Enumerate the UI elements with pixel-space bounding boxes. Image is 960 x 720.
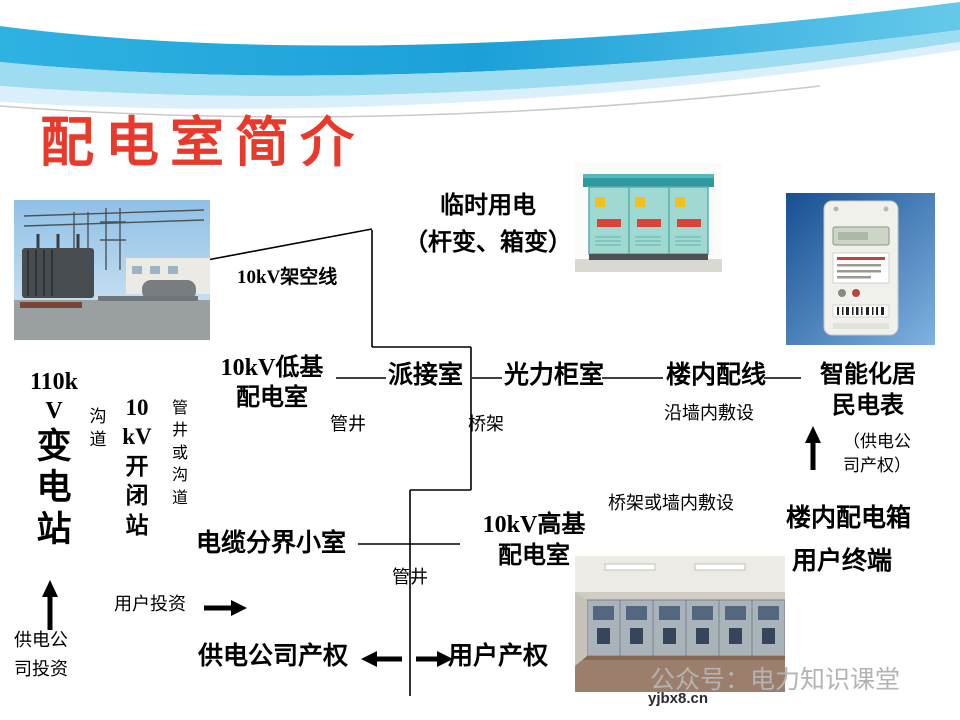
switchgear-room-photo xyxy=(575,556,785,692)
node-user-ownership: 用户产权 xyxy=(448,643,549,670)
node-high-rise-distribution-room: 10kV高基 配电室 xyxy=(482,512,586,570)
box-transformer-photo xyxy=(575,163,722,272)
node-low-rise-distribution-room: 10kV低基 配电室 xyxy=(220,355,324,411)
node-connection-room: 派接室 xyxy=(388,362,464,389)
label-bridge-or-wall: 桥架或墙内敷设 xyxy=(608,493,734,513)
label-duct-1: 管井 xyxy=(330,414,366,434)
page-title: 配电室简介 xyxy=(40,113,365,173)
node-power-cabinet-room: 光力柜室 xyxy=(504,362,605,389)
label-channel: 沟 道 xyxy=(89,407,107,449)
arrow-meter-up xyxy=(805,426,821,470)
substation-photo xyxy=(14,200,210,340)
smart-meter-photo xyxy=(786,193,935,345)
label-supply-company-ownership: （供电公 司产权） xyxy=(843,432,911,475)
label-duct-2: 管井 xyxy=(392,567,428,587)
label-along-wall: 沿墙内敷设 xyxy=(664,403,754,423)
label-overhead-line: 10kV架空线 xyxy=(237,267,338,288)
node-10kv-switch-station: 10 kV 开 闭 站 xyxy=(122,395,152,538)
node-substation-110kv-name: 变 电 站 xyxy=(36,427,72,549)
node-building-wiring: 楼内配线 xyxy=(666,362,767,389)
header-wave-decoration xyxy=(0,2,960,118)
arrow-company-investment-up xyxy=(42,580,58,630)
label-duct-or-channel: 管 井 或 沟 道 xyxy=(171,400,188,507)
node-cable-boundary-room: 电缆分界小室 xyxy=(196,530,347,557)
label-bridge-1: 桥架 xyxy=(468,414,504,434)
node-temporary-power: 临时用电 （杆变、箱变） xyxy=(404,193,572,257)
arrow-ownership-left xyxy=(361,651,402,667)
watermark-text: 公众号：电力知识课堂 xyxy=(650,666,901,694)
node-substation-110kv-code: 110k V xyxy=(29,369,79,424)
node-smart-residential-meter: 智能化居 民电表 xyxy=(820,362,916,420)
node-company-ownership: 供电公司产权 xyxy=(198,643,349,670)
site-logo-text: yjbx8.cn xyxy=(648,690,709,707)
label-company-investment: 供电公 司投资 xyxy=(14,630,68,679)
node-user-terminal: 用户终端 xyxy=(792,548,893,575)
label-user-investment: 用户投资 xyxy=(114,594,186,614)
node-building-distribution-box: 楼内配电箱 xyxy=(786,505,912,532)
arrow-user-investment-right xyxy=(204,600,247,616)
